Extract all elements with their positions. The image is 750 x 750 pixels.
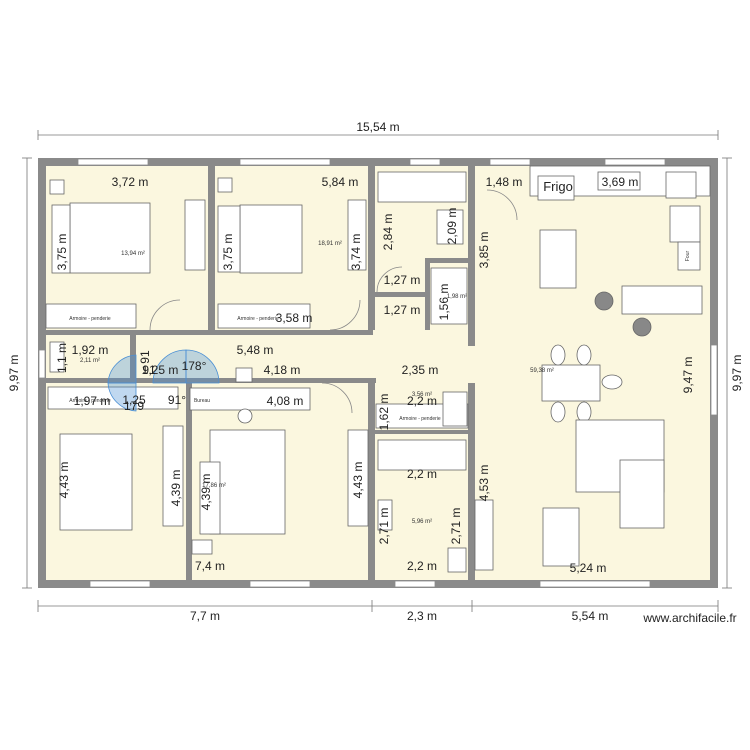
dim-bathroom-top-inner-height: 2,09 m bbox=[445, 208, 459, 245]
dining-table bbox=[541, 364, 601, 402]
dim-bedroom4-right-height: 4,43 m bbox=[351, 462, 365, 499]
label-bureau: Bureau bbox=[194, 398, 210, 404]
dim-dressing-height: 1,62 m bbox=[377, 394, 391, 431]
dim-overall-height-right: 9,97 m bbox=[730, 355, 744, 392]
wardrobe-bedroom1 bbox=[45, 303, 137, 329]
furniture-labels: Armoire - penderie Armoire - penderie Ar… bbox=[69, 175, 691, 422]
dim-bedroom1-width: 3,72 m bbox=[112, 175, 149, 189]
dim-bedroom3-width: 1,97 m bbox=[74, 394, 111, 408]
label-door-91-b: 91° bbox=[168, 393, 186, 407]
dim-closet-width: 1,92 m bbox=[72, 343, 109, 357]
dim-wc-height: 1,56 m bbox=[437, 284, 451, 321]
label-armoire-2: Armoire - penderie bbox=[237, 316, 279, 322]
dim-hallway-inner-width: 4,18 m bbox=[264, 363, 301, 377]
area-wc: 1,98 m² bbox=[447, 294, 467, 300]
area-bedroom2: 18,91 m² bbox=[318, 241, 342, 247]
dim-bedroom4-height: 4,39 m bbox=[199, 474, 213, 511]
area-bathroom-bottom: 5,96 m² bbox=[412, 519, 432, 525]
door-angle-labels: 178° 179 1,25 m 1,25 91 91° 91 bbox=[122, 350, 206, 413]
dim-bathroom-bottom-bottom-width: 2,2 m bbox=[407, 559, 437, 573]
dim-dressing-width: 2,2 m bbox=[407, 394, 437, 408]
label-fridge-dim: 3,69 m bbox=[602, 175, 639, 189]
dim-bedroom3-height: 4,43 m bbox=[57, 462, 71, 499]
dim-bathroom-bottom-right-height: 4,53 m bbox=[477, 465, 491, 502]
dim-living-height: 3,85 m bbox=[477, 232, 491, 269]
label-door-91-c: 91 bbox=[138, 350, 152, 364]
bed-bedroom3 bbox=[59, 433, 133, 531]
wardrobe-bedroom2 bbox=[217, 303, 311, 329]
area-dressing: 3,56 m² bbox=[412, 392, 432, 398]
dim-living-width-bottom: 5,24 m bbox=[570, 561, 607, 575]
bed-bedroom2 bbox=[239, 204, 303, 274]
dim-bathroom-top-width: 1,27 m bbox=[384, 273, 421, 287]
dim-bathroom-top-inner-width: 1,27 m bbox=[384, 303, 421, 317]
dim-closet-height: 1,1 m bbox=[55, 343, 69, 373]
area-living: 59,38 m² bbox=[530, 368, 554, 374]
label-armoire-3: Armoire - penderie bbox=[69, 398, 111, 404]
dim-bedroom2-inner-width: 3,58 m bbox=[276, 311, 313, 325]
dim-bedroom4-bottom-width: 7,4 m bbox=[195, 559, 225, 573]
dim-bedroom2-width: 5,84 m bbox=[322, 175, 359, 189]
desk bbox=[189, 387, 311, 411]
dim-bathroom-bottom-width: 2,2 m bbox=[407, 467, 437, 481]
dim-bedroom1-height: 3,75 m bbox=[55, 234, 69, 271]
dim-living-right-height: 9,47 m bbox=[681, 357, 695, 394]
label-frigo: Frigo bbox=[543, 179, 573, 194]
dim-living-width-top: 1,48 m bbox=[486, 175, 523, 189]
dim-bathroom-top-height: 2,84 m bbox=[381, 214, 395, 251]
label-door-angle-178: 178° bbox=[182, 359, 207, 373]
label-armoire-1: Armoire - penderie bbox=[69, 316, 111, 322]
label-door-91-a: 91 bbox=[142, 363, 156, 377]
dim-bottom-mid: 2,3 m bbox=[407, 609, 437, 623]
dimension-labels: 15,54 m 9,97 m 9,97 m 7,7 m 2,3 m 5,54 m… bbox=[7, 120, 744, 623]
dim-bedroom2-inner-height: 3,74 m bbox=[349, 234, 363, 271]
dim-hallway-width: 5,48 m bbox=[237, 343, 274, 357]
label-four: Four bbox=[685, 251, 691, 262]
area-bedroom4: 17,86 m² bbox=[202, 483, 226, 489]
dimension-lines bbox=[22, 130, 732, 612]
door-swings bbox=[149, 189, 518, 414]
label-door-125-a: 1,25 m bbox=[142, 363, 179, 377]
dim-overall-height-left: 9,97 m bbox=[7, 355, 21, 392]
dim-overall-width: 15,54 m bbox=[356, 120, 399, 134]
dim-bottom-right: 5,54 m bbox=[572, 609, 609, 623]
bed-bedroom4 bbox=[209, 429, 286, 535]
dim-bedroom4-width: 4,08 m bbox=[267, 394, 304, 408]
dim-bathroom-bottom-inner-height: 2,71 m bbox=[449, 508, 463, 545]
dim-hallway-right-width: 2,35 m bbox=[402, 363, 439, 377]
label-door-125-b: 1,25 bbox=[122, 393, 146, 407]
door-swing-blue bbox=[107, 349, 220, 412]
dim-bathroom-bottom-height: 2,71 m bbox=[377, 508, 391, 545]
label-armoire-4: Armoire - penderie bbox=[399, 416, 441, 422]
watermark: www.archifacile.fr bbox=[642, 611, 736, 625]
windows bbox=[38, 158, 718, 588]
area-bedroom1: 13,94 m² bbox=[121, 251, 145, 257]
dim-bottom-left: 7,7 m bbox=[190, 609, 220, 623]
bed-bedroom1 bbox=[69, 202, 151, 274]
dim-bedroom3-inner-height: 4,39 m bbox=[169, 470, 183, 507]
dim-bedroom2-height: 3,75 m bbox=[221, 234, 235, 271]
area-closet: 2,11 m² bbox=[80, 358, 100, 364]
label-door-angle-179: 179 bbox=[124, 399, 144, 413]
furniture bbox=[45, 165, 711, 573]
